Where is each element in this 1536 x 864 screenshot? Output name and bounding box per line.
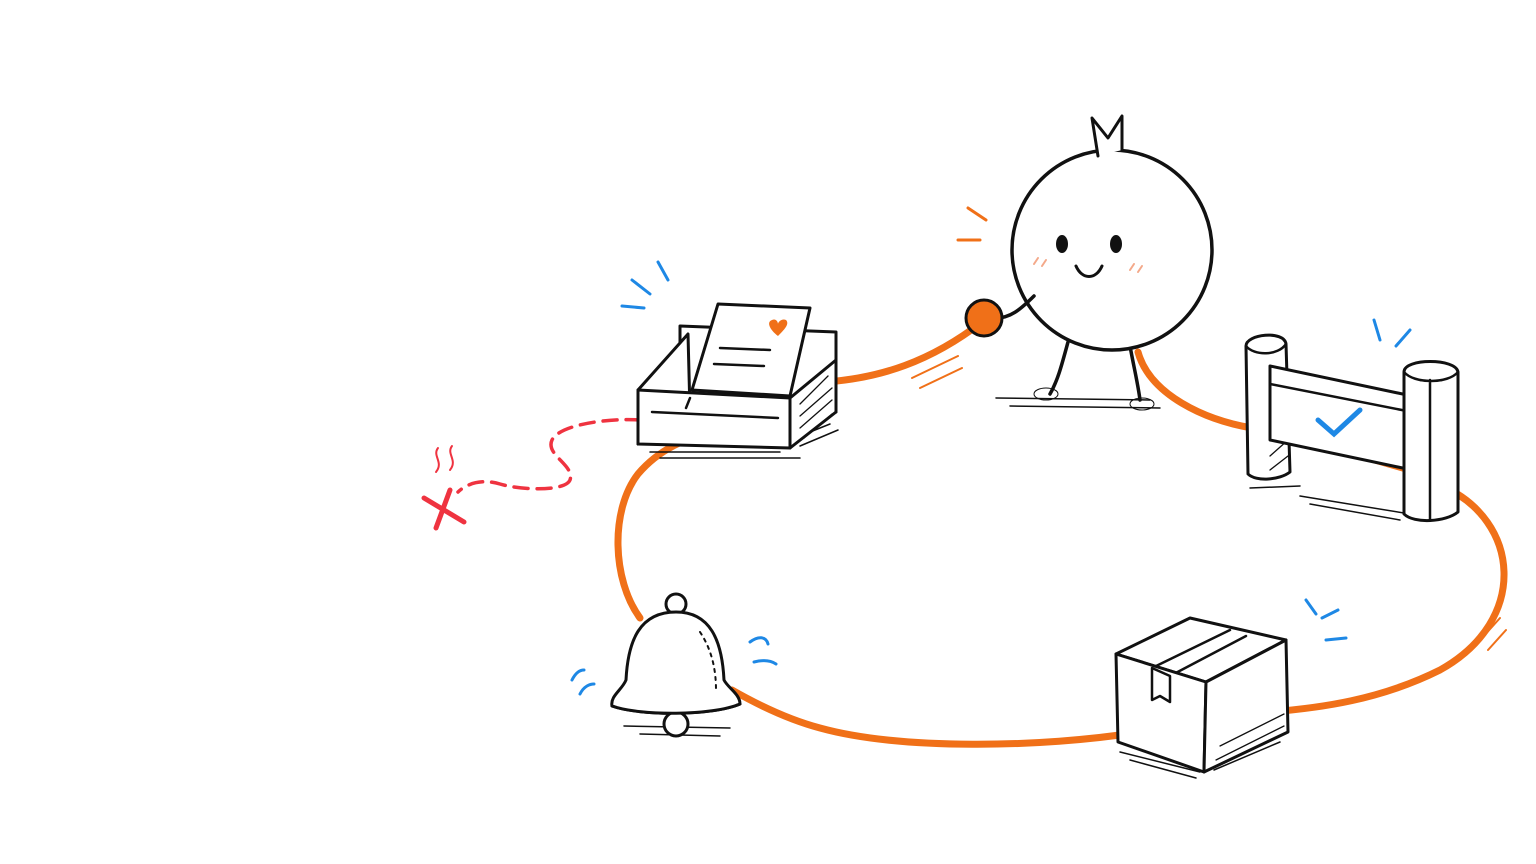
wire-mascot-to-gate	[1134, 348, 1256, 432]
heart-icon	[769, 319, 788, 336]
emphasis-ticks	[1372, 318, 1412, 348]
mascot-blush	[1033, 257, 1143, 273]
mascot-smile	[1074, 264, 1104, 278]
red-x-icon	[421, 487, 467, 531]
motion-tick	[1481, 617, 1507, 651]
failure-dashed-wire	[456, 417, 642, 494]
mascot-eye-left	[1056, 235, 1068, 253]
wire-bell-to-inbox	[614, 428, 714, 622]
emphasis-ticks	[620, 260, 670, 310]
wire-package-to-bell	[728, 686, 1144, 748]
document-tray-icon	[620, 260, 839, 459]
emphasis-ticks	[1304, 598, 1348, 642]
mascot-eye-right	[1110, 235, 1122, 253]
wire-gate-to-package	[1266, 482, 1508, 716]
motion-tick	[911, 355, 963, 389]
gate-check-icon	[1244, 318, 1460, 522]
notification-bell-icon	[570, 592, 778, 738]
package-box-icon	[1114, 598, 1348, 779]
mascot-character	[956, 114, 1214, 411]
orange-ball	[964, 298, 1004, 338]
wire-mascot-to-inbox	[822, 318, 986, 386]
document-sheet	[690, 302, 812, 398]
smoke-squiggle-icon	[435, 445, 454, 473]
check-mark-icon	[1315, 407, 1363, 438]
emphasis-ticks	[570, 636, 778, 696]
failure-branch	[421, 417, 642, 531]
